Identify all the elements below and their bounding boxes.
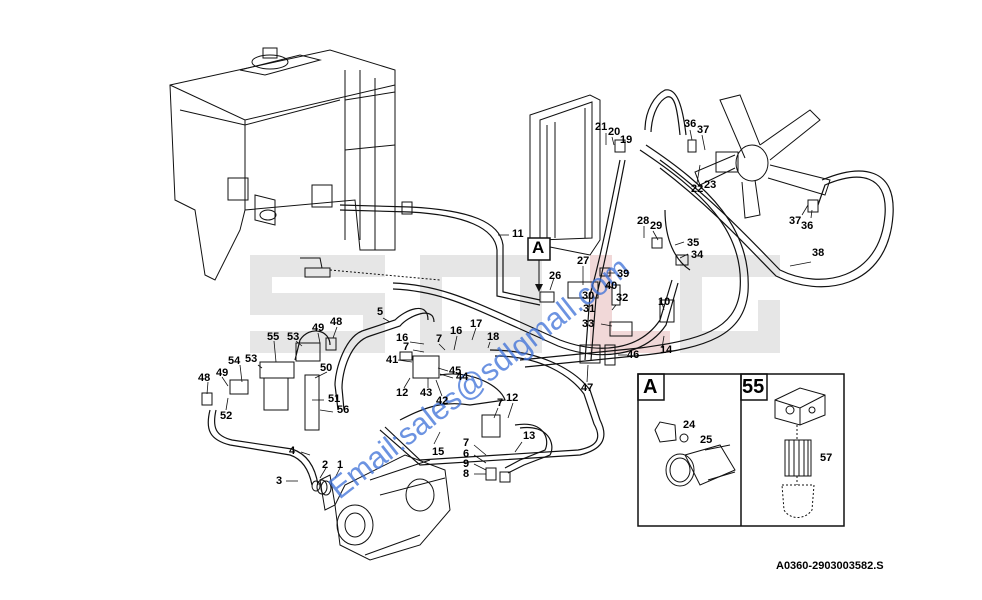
part-label: 28 (637, 215, 650, 227)
part-label: 7 (497, 397, 504, 409)
part-label: 48 (330, 316, 343, 328)
detail-a-drawing (654, 421, 736, 487)
part-label: 4 (289, 445, 296, 457)
part-label: 37 (697, 124, 710, 136)
part-label: 3 (276, 475, 283, 487)
part-label: 2 (322, 459, 329, 471)
part-label: 19 (620, 134, 633, 146)
part-label: 20 (608, 126, 621, 138)
part-label: 53 (287, 331, 300, 343)
part-label: 45 (449, 365, 462, 377)
drawing-code: A0360-2903003582.S (776, 560, 884, 572)
part-label: 5 (377, 306, 384, 318)
leader-lines (206, 129, 813, 482)
part-label: 36 (801, 220, 814, 232)
part-label: 10 (658, 296, 671, 308)
part-label: 31 (583, 303, 596, 315)
part-label: 25 (700, 434, 713, 446)
part-label: 18 (487, 331, 500, 343)
part-label: 21 (595, 121, 608, 133)
part-label: 37 (789, 215, 802, 227)
part-label: 43 (420, 387, 433, 399)
part-label: 13 (523, 430, 536, 442)
part-label: 12 (506, 392, 519, 404)
part-label: 6 (463, 448, 470, 460)
part-label: 48 (198, 372, 211, 384)
part-label: 7 (436, 333, 443, 345)
part-label: 29 (650, 220, 663, 232)
part-label: 15 (432, 446, 445, 458)
radiator-outline (529, 94, 601, 256)
part-label: 16 (450, 325, 463, 337)
part-label: 53 (245, 353, 258, 365)
detail-55-drawing (774, 387, 826, 518)
part-label: 47 (581, 382, 594, 394)
fan-outline (694, 94, 831, 219)
detail-55-title: 55 (742, 376, 765, 398)
part-label: 17 (470, 318, 483, 330)
callout-a-box (527, 237, 551, 292)
hoses (207, 89, 894, 486)
part-label: 36 (684, 118, 697, 130)
part-label: 46 (627, 349, 640, 361)
part-label: 33 (582, 318, 595, 330)
part-label: 22 (691, 183, 704, 195)
part-label: 23 (704, 179, 717, 191)
part-label: 57 (820, 452, 833, 464)
part-label: 39 (617, 268, 630, 280)
part-label: 16 (396, 332, 409, 344)
part-label: 56 (337, 404, 350, 416)
detail-panels (637, 373, 845, 527)
part-label: 27 (577, 255, 590, 267)
part-label: 55 (267, 331, 280, 343)
engine-block-outline (169, 47, 441, 281)
part-label: 41 (386, 354, 399, 366)
part-label: 1 (337, 459, 344, 471)
part-label: 7 (403, 341, 410, 353)
part-label: 14 (660, 344, 673, 356)
part-label: 54 (228, 355, 241, 367)
part-label: 42 (436, 395, 449, 407)
detail-a-title: A (643, 376, 658, 398)
part-label: 30 (582, 290, 595, 302)
part-label: 9 (463, 458, 470, 470)
part-label: 49 (312, 322, 325, 334)
callout-a-label: A (532, 238, 545, 257)
part-label: 49 (216, 367, 229, 379)
part-label: 34 (691, 249, 704, 261)
part-label: 12 (396, 387, 409, 399)
part-label: 52 (220, 410, 233, 422)
pump-outline (316, 454, 451, 561)
part-label: 50 (320, 362, 333, 374)
part-label: 24 (683, 419, 696, 431)
part-label: 32 (616, 292, 629, 304)
part-label: 40 (605, 280, 618, 292)
part-label: 38 (812, 247, 825, 259)
part-label: 11 (512, 228, 524, 240)
part-label: 35 (687, 237, 700, 249)
part-label: 8 (463, 468, 470, 480)
part-label: 44 (456, 371, 469, 383)
part-label: 26 (549, 270, 562, 282)
part-label: 7 (463, 437, 470, 449)
part-label: 51 (328, 393, 341, 405)
background-brand-watermark (250, 255, 780, 353)
